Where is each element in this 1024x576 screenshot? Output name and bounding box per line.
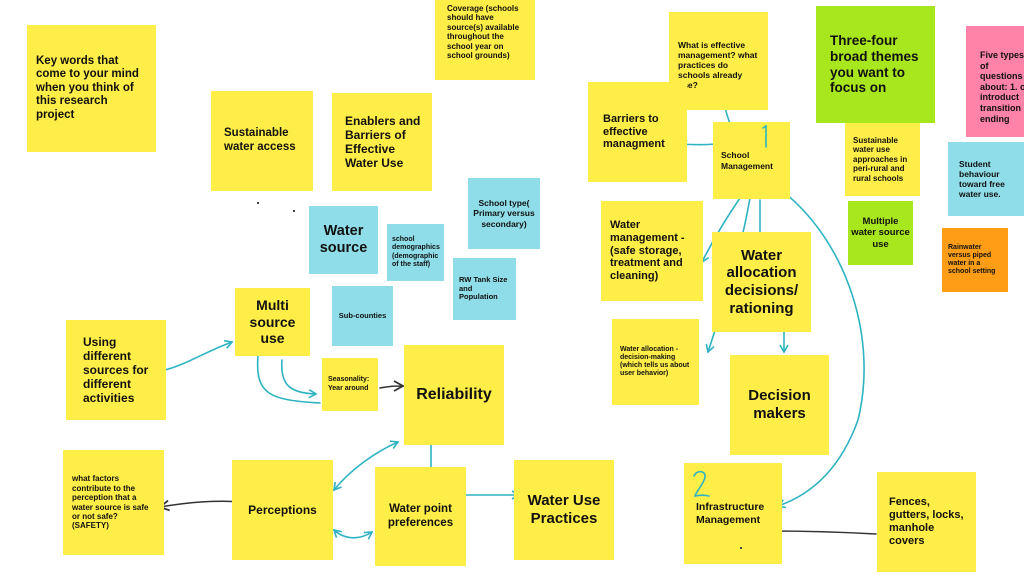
arrow-seasonality-to-reliability: [379, 380, 405, 392]
stray-mark: [257, 202, 259, 204]
note-water-point-preferences[interactable]: Water point preferences: [375, 467, 466, 566]
note-safety-factors[interactable]: what factors contribute to the perceptio…: [63, 450, 164, 555]
note-allocation-decision-making[interactable]: Water allocation - decision-making (whic…: [612, 319, 699, 405]
note-school-management[interactable]: School Management: [713, 122, 790, 199]
arrow-fences-to-infrastructure: [768, 525, 877, 537]
note-sustainable-water-access[interactable]: Sustainable water access: [211, 91, 313, 191]
note-seasonality[interactable]: Seasonality: Year around: [322, 358, 378, 411]
handwritten-one: 1: [762, 124, 767, 148]
note-rainwater-vs-piped[interactable]: Rainwater versus piped water in a school…: [942, 228, 1008, 292]
note-fences[interactable]: Fences, gutters, locks, manhole covers: [877, 472, 976, 572]
stray-mark: [293, 210, 295, 212]
note-rw-tank[interactable]: RW Tank Size and Population: [453, 258, 516, 320]
arrow-perceptions-preferences: [332, 528, 374, 540]
note-broad-themes[interactable]: Three-four broad themes you want to focu…: [816, 6, 935, 123]
note-multiple-water-source-use[interactable]: Multiple water source use: [848, 201, 913, 265]
note-using-different-sources[interactable]: Using different sources for different ac…: [66, 320, 166, 420]
note-water-use-practices[interactable]: Water Use Practices: [514, 460, 614, 560]
note-sub-counties[interactable]: Sub-counties: [332, 286, 393, 346]
note-multi-source-use[interactable]: Multi source use: [235, 288, 310, 356]
note-decision-makers[interactable]: Decision makers: [730, 355, 829, 455]
note-effective-management-question[interactable]: What is effective management? what pract…: [669, 12, 768, 110]
note-sustainable-approaches[interactable]: Sustainable water use approaches in peri…: [845, 123, 920, 196]
note-enablers-barriers[interactable]: Enablers and Barriers of Effective Water…: [332, 93, 432, 191]
note-water-management[interactable]: Water management - (safe storage, treatm…: [601, 201, 703, 301]
note-barriers-management[interactable]: Barriers to effective managment: [588, 82, 687, 182]
arrow-using-to-multi: [164, 339, 234, 371]
arrow-multi-to-reliability-curve: [256, 355, 321, 404]
note-reliability[interactable]: Reliability: [404, 345, 504, 445]
note-water-allocation[interactable]: Water allocation decisions/ rationing: [712, 232, 811, 332]
note-school-demographics[interactable]: school demographics (demographic of the …: [387, 224, 444, 281]
stray-mark: [740, 547, 742, 549]
note-key-words[interactable]: Key words that come to your mind when yo…: [27, 25, 156, 152]
arrow-multi-to-seasonality: [281, 359, 318, 399]
note-infrastructure-management[interactable]: Infrastructure Management: [684, 463, 782, 564]
note-school-type[interactable]: School type( Primary versus secondary): [468, 178, 540, 249]
note-student-behaviour[interactable]: Student behaviour toward free water use.: [948, 142, 1024, 216]
note-perceptions[interactable]: Perceptions: [232, 460, 333, 560]
note-five-types[interactable]: Five types of questions about: 1. o intr…: [966, 26, 1024, 137]
note-water-source[interactable]: Water source: [309, 206, 378, 274]
note-coverage[interactable]: Coverage (schools should have source(s) …: [435, 0, 535, 80]
handwritten-two: 2: [693, 470, 710, 498]
